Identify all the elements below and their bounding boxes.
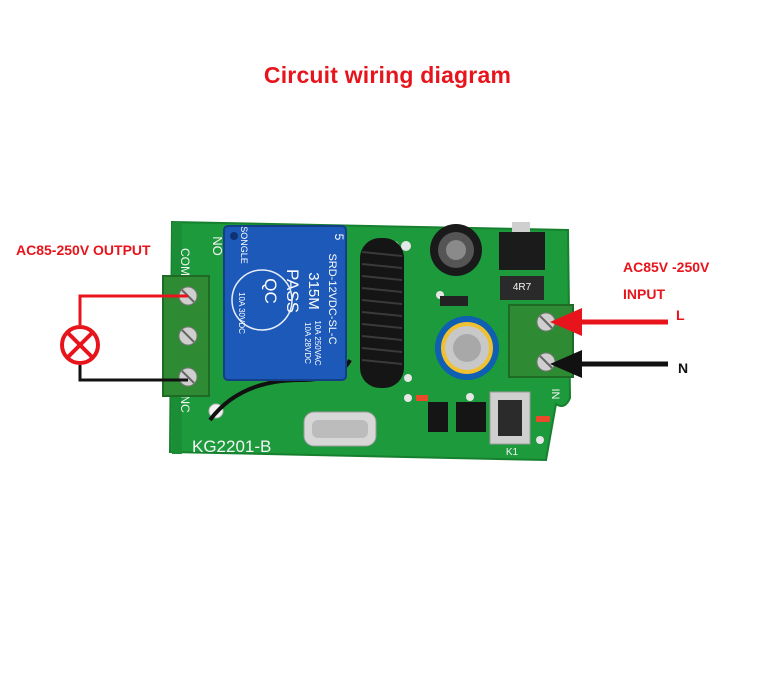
button-label: K1 — [506, 447, 519, 458]
terminal-in-label: IN — [549, 389, 561, 400]
terminal-screw-no — [178, 326, 198, 346]
live-arrow-icon — [550, 308, 668, 336]
pcb-components — [208, 222, 550, 447]
relay-rating-2: 10A 30VDC — [237, 292, 246, 334]
output-wire-red — [78, 294, 188, 325]
output-terminal-block — [162, 275, 210, 397]
terminal-screw-nc — [178, 367, 198, 387]
terminal-com-label: COM — [178, 248, 192, 276]
terminal-screw-n — [536, 352, 556, 372]
relay-rating-3: 10A 28VDC — [303, 322, 312, 364]
output-label: AC85-250V OUTPUT — [16, 242, 151, 258]
relay: QC PASS 315M SRD-12VDC-SL-C 10A 250VAC 1… — [223, 225, 347, 381]
neutral-label: N — [678, 360, 689, 376]
neutral-arrow-icon — [550, 350, 668, 378]
relay-text-pass: PASS — [283, 269, 302, 313]
relay-model: SRD-12VDC-SL-C — [326, 253, 338, 344]
terminal-nc-label: NC — [178, 395, 192, 413]
capacitor-large — [435, 316, 499, 380]
relay-number: 5 — [332, 234, 346, 241]
lamp-icon — [60, 325, 100, 365]
input-voltage-label: AC85V -250V — [623, 259, 710, 275]
input-label: INPUT — [623, 286, 665, 302]
relay-text-qc: QC — [261, 278, 280, 304]
terminal-no-label: NO — [210, 236, 225, 256]
lamp-wiring — [60, 294, 188, 382]
inductor-label: 4R7 — [513, 282, 532, 293]
board-model-label: KG2201-B — [192, 437, 271, 456]
live-label: L — [676, 307, 685, 323]
relay-brand: SONGLE — [239, 226, 249, 264]
relay-text-freq: 315M — [305, 272, 322, 310]
antenna-coil — [360, 238, 404, 388]
capacitor-small — [430, 224, 482, 276]
output-wire-black — [78, 365, 188, 382]
relay-rating-1: 10A 250VAC — [313, 320, 322, 365]
page-title: Circuit wiring diagram — [263, 62, 512, 88]
